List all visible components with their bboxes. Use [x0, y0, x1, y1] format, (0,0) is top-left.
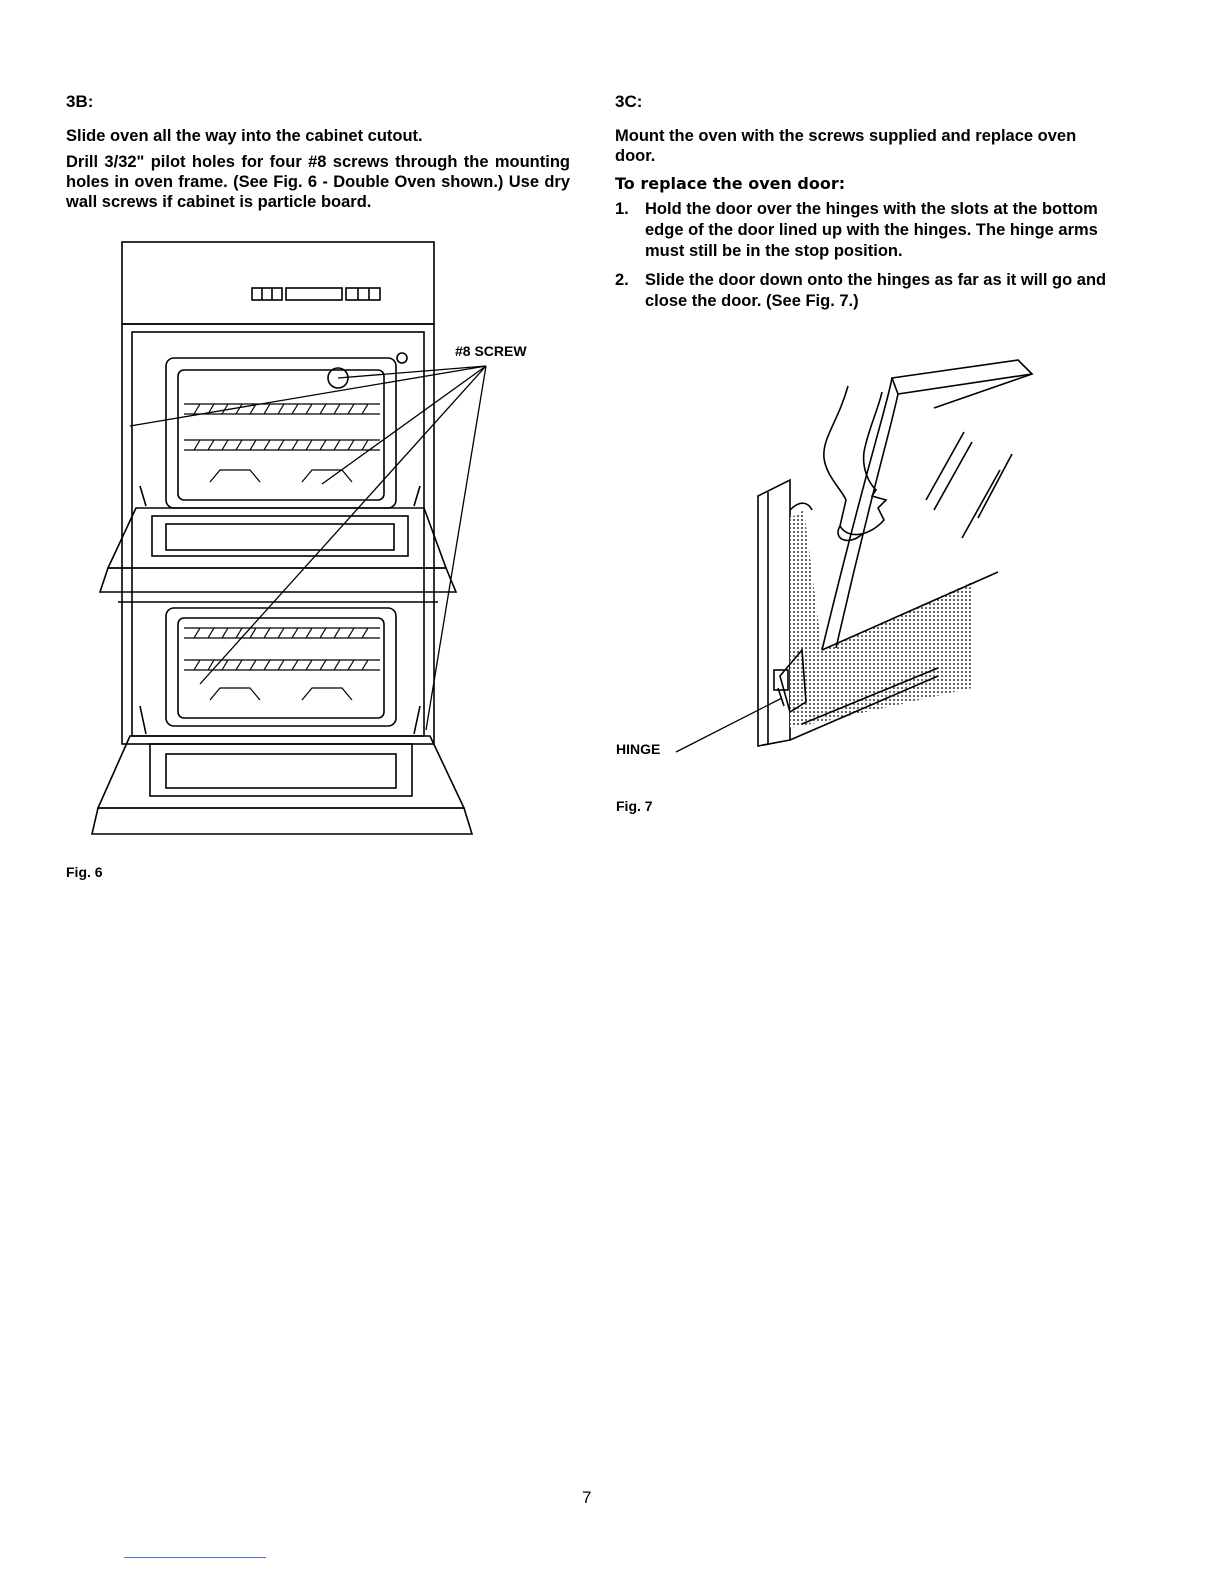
section-3b-heading: 3B: [66, 92, 94, 111]
section-3b-text-1: Slide oven all the way into the cabinet … [66, 127, 423, 145]
footer-rule [124, 1557, 266, 1558]
step-item-1: 1. Hold the door over the hinges with th… [615, 199, 1121, 262]
step-number-1: 1. [615, 200, 629, 218]
replace-door-subheading: To replace the oven door: [615, 174, 846, 193]
step-item-2: 2. Slide the door down onto the hinges a… [615, 270, 1121, 312]
fig7-caption: Fig. 7 [616, 798, 653, 814]
step-text-2: Slide the door down onto the hinges as f… [645, 271, 1107, 310]
double-oven-figure [90, 241, 487, 835]
door-steps-list: 1. Hold the door over the hinges with th… [615, 199, 1121, 312]
section-3c-text-1: Mount the oven with the screws supplied … [615, 127, 1077, 165]
section-3b-text-2: Drill 3/32" pilot holes for four #8 scre… [66, 153, 570, 211]
left-column: 3B: Slide oven all the way into the cabi… [66, 92, 570, 212]
screw-label: #8 SCREW [455, 343, 527, 359]
fig6-caption: Fig. 6 [66, 864, 103, 880]
section-3c-heading: 3C: [615, 92, 643, 111]
step-text-1: Hold the door over the hinges with the s… [645, 200, 1098, 260]
right-column: 3C: Mount the oven with the screws suppl… [615, 92, 1121, 320]
hinge-label: HINGE [616, 741, 661, 757]
door-hinge-figure [675, 359, 1034, 753]
page-number: 7 [582, 1488, 592, 1507]
step-number-2: 2. [615, 271, 629, 289]
